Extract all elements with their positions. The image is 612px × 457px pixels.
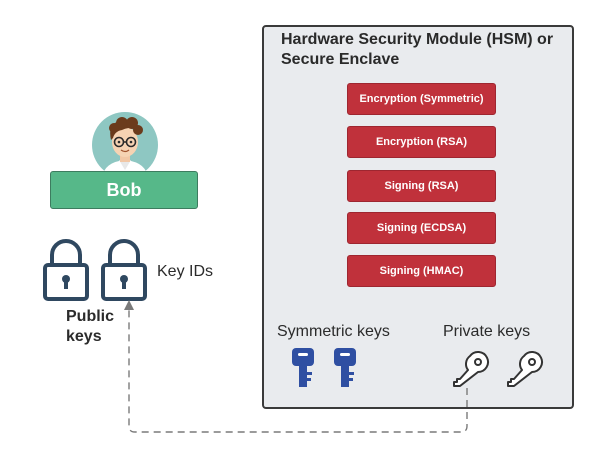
operation-encryption-rsa: Encryption (RSA) xyxy=(347,126,496,158)
operation-signing-rsa: Signing (RSA) xyxy=(347,170,496,202)
private-key-icon xyxy=(453,351,489,387)
private-key-icon xyxy=(507,351,543,387)
operation-signing-hmac: Signing (HMAC) xyxy=(347,255,496,287)
user-name-label: Bob xyxy=(50,171,198,209)
padlock-icon xyxy=(43,239,89,301)
key-ids-label: Key IDs xyxy=(157,263,214,280)
public-keys-label: Public keys xyxy=(66,307,114,347)
operation-signing-ecdsa: Signing (ECDSA) xyxy=(347,212,496,244)
hsm-title: Hardware Security Module (HSM) or Secure… xyxy=(281,31,554,68)
padlock-icon xyxy=(101,239,147,301)
symmetric-keys-label: Symmetric keys xyxy=(277,323,390,340)
symmetric-key-icon xyxy=(292,348,314,387)
symmetric-key-icon xyxy=(334,348,356,387)
person-avatar-icon xyxy=(92,112,158,178)
public-keys-line1: Public xyxy=(66,308,115,325)
operation-encryption-symmetric: Encryption (Symmetric) xyxy=(347,83,496,115)
private-keys-label: Private keys xyxy=(443,323,531,340)
public-keys-line2: keys xyxy=(66,328,102,345)
